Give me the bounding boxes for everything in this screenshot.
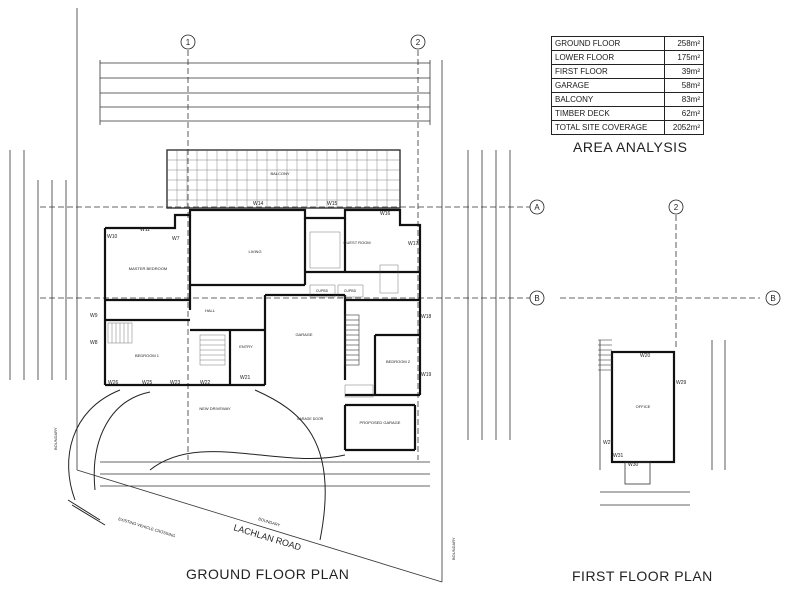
- grid-label-2: 2: [416, 38, 421, 47]
- room-master-bedroom: MASTER BEDROOM: [129, 266, 167, 271]
- window-w26: W26: [108, 380, 119, 386]
- area-label: GARAGE: [550, 78, 666, 93]
- window-w27: W27: [603, 440, 614, 446]
- first-grid-label-b: B: [770, 294, 775, 303]
- vehicle-crossing-label: EXISTING VEHICLE CROSSING: [118, 516, 176, 538]
- area-label: TOTAL SITE COVERAGE: [550, 120, 666, 135]
- grid-bubble-2: [410, 34, 426, 50]
- first-grid-bubble-b: [765, 290, 781, 306]
- area-value: 39m²: [664, 64, 704, 79]
- window-w7: W7: [172, 236, 180, 242]
- room-guest: GUEST ROOM: [343, 240, 370, 245]
- first-grid-label-2: 2: [674, 203, 679, 212]
- window-w23: W23: [170, 380, 181, 386]
- grid-label-1: 1: [186, 38, 191, 47]
- window-w11: W11: [140, 227, 150, 233]
- window-w17: W17: [408, 241, 419, 247]
- window-w16: W16: [380, 211, 391, 217]
- room-cupbd-1: CUPBD: [316, 289, 329, 293]
- area-value: 58m²: [664, 78, 704, 93]
- window-w19: W19: [421, 372, 432, 378]
- balcony-grid: [167, 150, 400, 208]
- area-label: GROUND FLOOR: [550, 36, 666, 51]
- stairs: [344, 314, 360, 366]
- first-floor-lines: [560, 215, 760, 506]
- balcony-outline: [166, 149, 401, 209]
- area-value: 62m²: [664, 106, 704, 121]
- window-w8: W8: [90, 340, 98, 346]
- area-label: FIRST FLOOR: [550, 64, 666, 79]
- window-w10: W10: [107, 234, 118, 240]
- grid-bubble-1: [180, 34, 196, 50]
- grid-label-b: B: [534, 294, 539, 303]
- garage-door-note: GARAGE DOOR: [297, 417, 324, 421]
- room-living: LIVING: [248, 249, 261, 254]
- window-w30: W30: [628, 462, 639, 468]
- room-hall: HALL: [205, 308, 216, 313]
- window-w14: W14: [253, 201, 264, 207]
- first-floor-stair: [598, 339, 612, 371]
- grid-bubble-a: [529, 199, 545, 215]
- room-new-driveway: NEW DRIVEWAY: [199, 406, 231, 411]
- room-entry: ENTRY: [239, 344, 253, 349]
- room-bedroom1: BEDROOM 1: [135, 353, 160, 358]
- boundary-label-bottom: BOUNDARY: [258, 516, 281, 527]
- area-value: 83m²: [664, 92, 704, 107]
- room-proposed-garage: PROPOSED GARAGE: [360, 420, 401, 425]
- driveway: [67, 389, 346, 541]
- window-w15: W15: [327, 201, 338, 207]
- window-w29: W29: [676, 380, 687, 386]
- window-w31: W31: [613, 453, 624, 459]
- grid-label-a: A: [534, 203, 540, 212]
- window-w25: W25: [142, 380, 153, 386]
- area-label: TIMBER DECK: [550, 106, 666, 121]
- window-w22: W22: [200, 380, 211, 386]
- area-label: LOWER FLOOR: [550, 50, 666, 65]
- road-label: LACHLAN ROAD: [232, 522, 302, 552]
- ground-floor-plan-title: GROUND FLOOR PLAN: [186, 566, 350, 582]
- window-w20: W20: [640, 353, 651, 359]
- room-bedroom2: BEDROOM 2: [386, 359, 411, 364]
- window-w9: W9: [90, 313, 98, 319]
- grid-bubble-b: [529, 290, 545, 306]
- boundary-label-left: BOUNDARY: [53, 427, 58, 450]
- wet-areas: [107, 231, 399, 398]
- ground-floor-walls: [103, 208, 422, 452]
- boundary-label-right: BOUNDARY: [451, 537, 456, 560]
- area-value: 2052m²: [664, 120, 704, 135]
- area-value: 175m²: [664, 50, 704, 65]
- room-balcony: BALCONY: [270, 171, 289, 176]
- area-label: BALCONY: [550, 92, 666, 107]
- window-w21: W21: [240, 375, 251, 381]
- room-cupbd-2: CUPBD: [344, 289, 357, 293]
- area-analysis-title: AREA ANALYSIS: [573, 139, 688, 155]
- room-garage: GARAGE: [295, 332, 312, 337]
- room-office: OFFICE: [636, 404, 651, 409]
- first-grid-bubble-2: [668, 199, 684, 215]
- first-floor-plan-title: FIRST FLOOR PLAN: [572, 568, 713, 584]
- boundary-line-bottom: [76, 469, 443, 583]
- area-value: 258m²: [664, 36, 704, 51]
- window-w18: W18: [421, 314, 432, 320]
